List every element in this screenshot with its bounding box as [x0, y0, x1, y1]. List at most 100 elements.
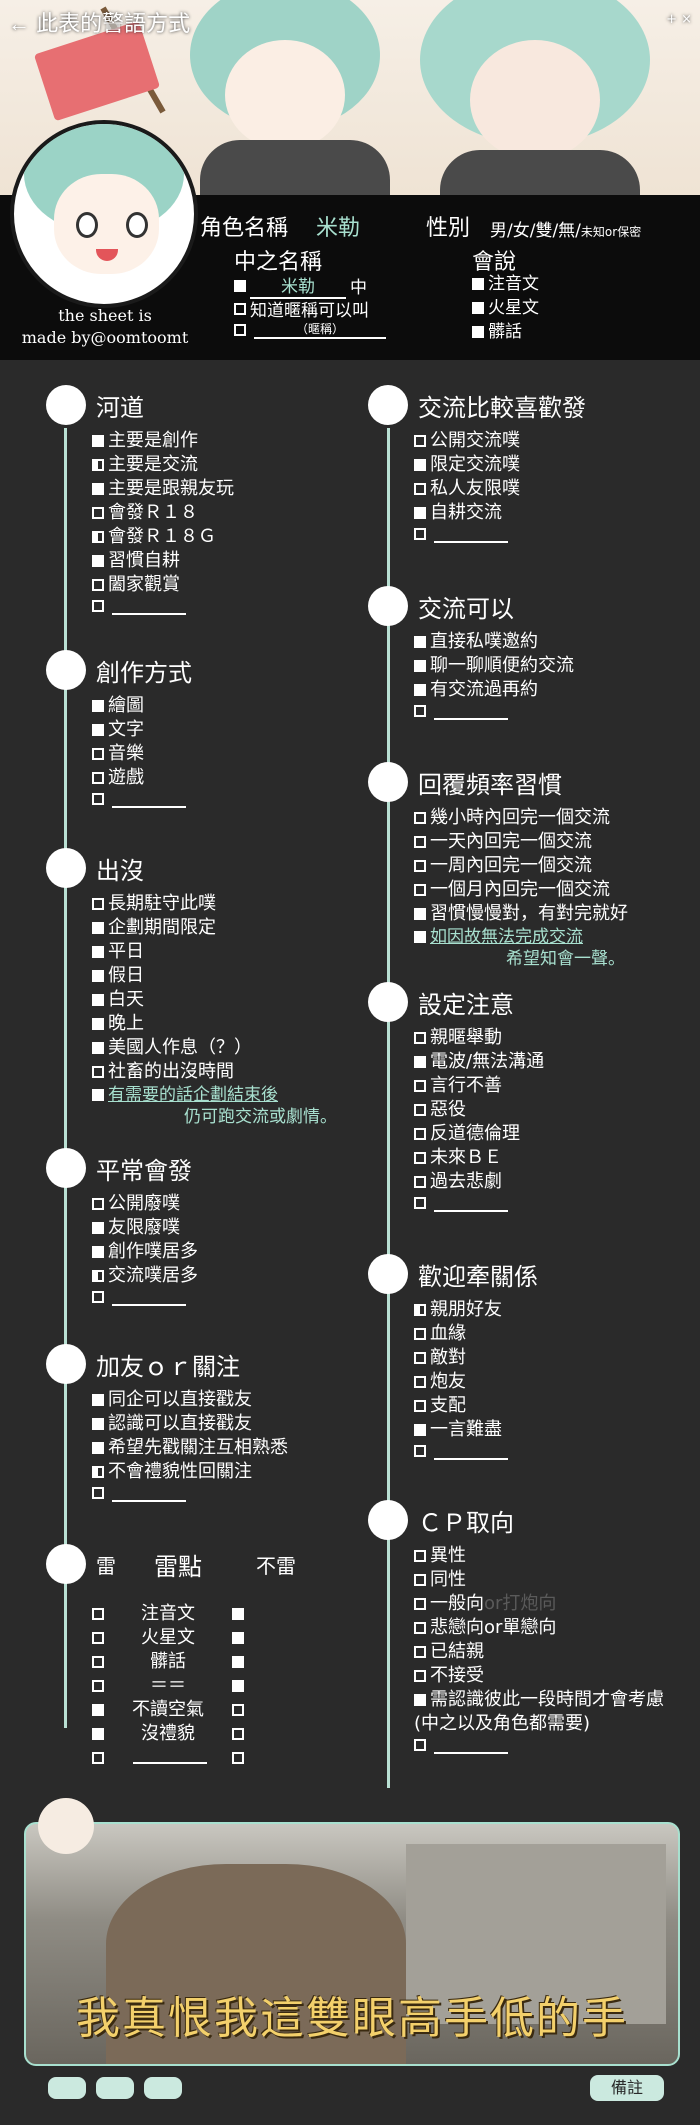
checkbox-icon[interactable]: [414, 908, 426, 920]
blank-field[interactable]: [434, 525, 508, 543]
checkbox-icon[interactable]: [232, 1608, 244, 1620]
checkbox-icon[interactable]: [92, 700, 104, 712]
checkbox-icon[interactable]: [92, 1270, 104, 1282]
checkbox-icon[interactable]: [92, 1222, 104, 1234]
checkbox-icon[interactable]: [92, 1066, 104, 1078]
checkbox-icon[interactable]: [414, 483, 426, 495]
checkbox-icon[interactable]: [92, 459, 104, 471]
checkbox-icon[interactable]: [92, 555, 104, 567]
checkbox-icon[interactable]: [92, 1752, 104, 1764]
checkbox-icon[interactable]: [472, 326, 484, 338]
checkbox-icon[interactable]: [414, 931, 426, 943]
checkbox-icon[interactable]: [414, 507, 426, 519]
checkbox-icon[interactable]: [92, 483, 104, 495]
checkbox-icon[interactable]: [414, 660, 426, 672]
checkbox-icon[interactable]: [232, 1704, 244, 1716]
checkbox-icon[interactable]: [92, 1608, 104, 1620]
checkbox-icon[interactable]: [92, 1018, 104, 1030]
checkbox-icon[interactable]: [414, 1376, 426, 1388]
checkbox-icon[interactable]: [92, 1728, 104, 1740]
checkbox-icon[interactable]: [414, 1694, 426, 1706]
checkbox-icon[interactable]: [414, 1104, 426, 1116]
checkbox-icon[interactable]: [92, 724, 104, 736]
checkbox-icon[interactable]: [92, 600, 104, 612]
checkbox-icon[interactable]: [92, 1680, 104, 1692]
blank-field[interactable]: [133, 1746, 207, 1764]
checkbox-icon[interactable]: [232, 1656, 244, 1668]
checkbox-icon[interactable]: [414, 860, 426, 872]
checkbox-icon[interactable]: [414, 1598, 426, 1610]
checkbox-icon[interactable]: [232, 1752, 244, 1764]
checkbox-icon[interactable]: [414, 1670, 426, 1682]
blank-field[interactable]: [434, 1194, 508, 1212]
checkbox-icon[interactable]: [414, 1128, 426, 1140]
checkbox-icon[interactable]: [234, 279, 246, 292]
checkbox-icon[interactable]: [92, 579, 104, 591]
checkbox-icon[interactable]: [92, 531, 104, 543]
checkbox-icon[interactable]: [92, 1394, 104, 1406]
blank-field[interactable]: [112, 1288, 186, 1306]
footer-tab-2[interactable]: [96, 2077, 134, 2099]
checkbox-icon[interactable]: [414, 1176, 426, 1188]
checkbox-icon[interactable]: [414, 1152, 426, 1164]
checkbox-icon[interactable]: [414, 1445, 426, 1457]
footer-tab-3[interactable]: [144, 2077, 182, 2099]
checkbox-icon[interactable]: [92, 435, 104, 447]
checkbox-icon[interactable]: [414, 1080, 426, 1092]
checkbox-icon[interactable]: [92, 1442, 104, 1454]
checkbox-icon[interactable]: [414, 1646, 426, 1658]
checkbox-icon[interactable]: [92, 994, 104, 1006]
checkbox-icon[interactable]: [92, 1466, 104, 1478]
checkbox-icon[interactable]: [232, 1632, 244, 1644]
checkbox-icon[interactable]: [414, 1032, 426, 1044]
checkbox-icon[interactable]: [414, 435, 426, 447]
checkbox-icon[interactable]: [92, 1487, 104, 1499]
checkbox-icon[interactable]: [232, 1680, 244, 1692]
checkbox-icon[interactable]: [414, 1622, 426, 1634]
header-title[interactable]: ← 此表的警語方式: [8, 11, 191, 36]
checkbox-icon[interactable]: [414, 1550, 426, 1562]
checkbox-icon[interactable]: [414, 684, 426, 696]
checkbox-icon[interactable]: [92, 1704, 104, 1716]
checkbox-icon[interactable]: [92, 1246, 104, 1258]
blank-field[interactable]: [112, 1484, 186, 1502]
checkbox-icon[interactable]: [414, 1352, 426, 1364]
checkbox-icon[interactable]: [92, 1198, 104, 1210]
checkbox-icon[interactable]: [92, 898, 104, 910]
checkbox-icon[interactable]: [414, 1328, 426, 1340]
checkbox-icon[interactable]: [414, 836, 426, 848]
checkbox-icon[interactable]: [92, 1089, 104, 1101]
footer-tab-1[interactable]: [48, 2077, 86, 2099]
note-button[interactable]: 備註: [590, 2075, 664, 2101]
checkbox-icon[interactable]: [92, 793, 104, 805]
checkbox-icon[interactable]: [92, 1656, 104, 1668]
checkbox-icon[interactable]: [472, 302, 484, 314]
checkbox-icon[interactable]: [414, 1197, 426, 1209]
checkbox-icon[interactable]: [234, 323, 246, 336]
blank-field[interactable]: [434, 702, 508, 720]
checkbox-icon[interactable]: [92, 772, 104, 784]
header-controls[interactable]: + ×: [666, 12, 692, 27]
checkbox-icon[interactable]: [92, 1291, 104, 1303]
blank-field[interactable]: [112, 597, 186, 615]
checkbox-icon[interactable]: [92, 507, 104, 519]
checkbox-icon[interactable]: [414, 1056, 426, 1068]
checkbox-icon[interactable]: [234, 302, 246, 315]
checkbox-icon[interactable]: [414, 884, 426, 896]
checkbox-icon[interactable]: [414, 636, 426, 648]
checkbox-icon[interactable]: [92, 970, 104, 982]
checkbox-icon[interactable]: [414, 705, 426, 717]
checkbox-icon[interactable]: [92, 748, 104, 760]
checkbox-icon[interactable]: [92, 1418, 104, 1430]
checkbox-icon[interactable]: [414, 528, 426, 540]
checkbox-icon[interactable]: [414, 1739, 426, 1751]
checkbox-icon[interactable]: [92, 922, 104, 934]
checkbox-icon[interactable]: [92, 1042, 104, 1054]
checkbox-icon[interactable]: [414, 459, 426, 471]
checkbox-icon[interactable]: [472, 278, 484, 290]
checkbox-icon[interactable]: [92, 1632, 104, 1644]
checkbox-icon[interactable]: [414, 1424, 426, 1436]
checkbox-icon[interactable]: [414, 1574, 426, 1586]
blank-field[interactable]: [112, 790, 186, 808]
blank-field[interactable]: [434, 1736, 508, 1754]
